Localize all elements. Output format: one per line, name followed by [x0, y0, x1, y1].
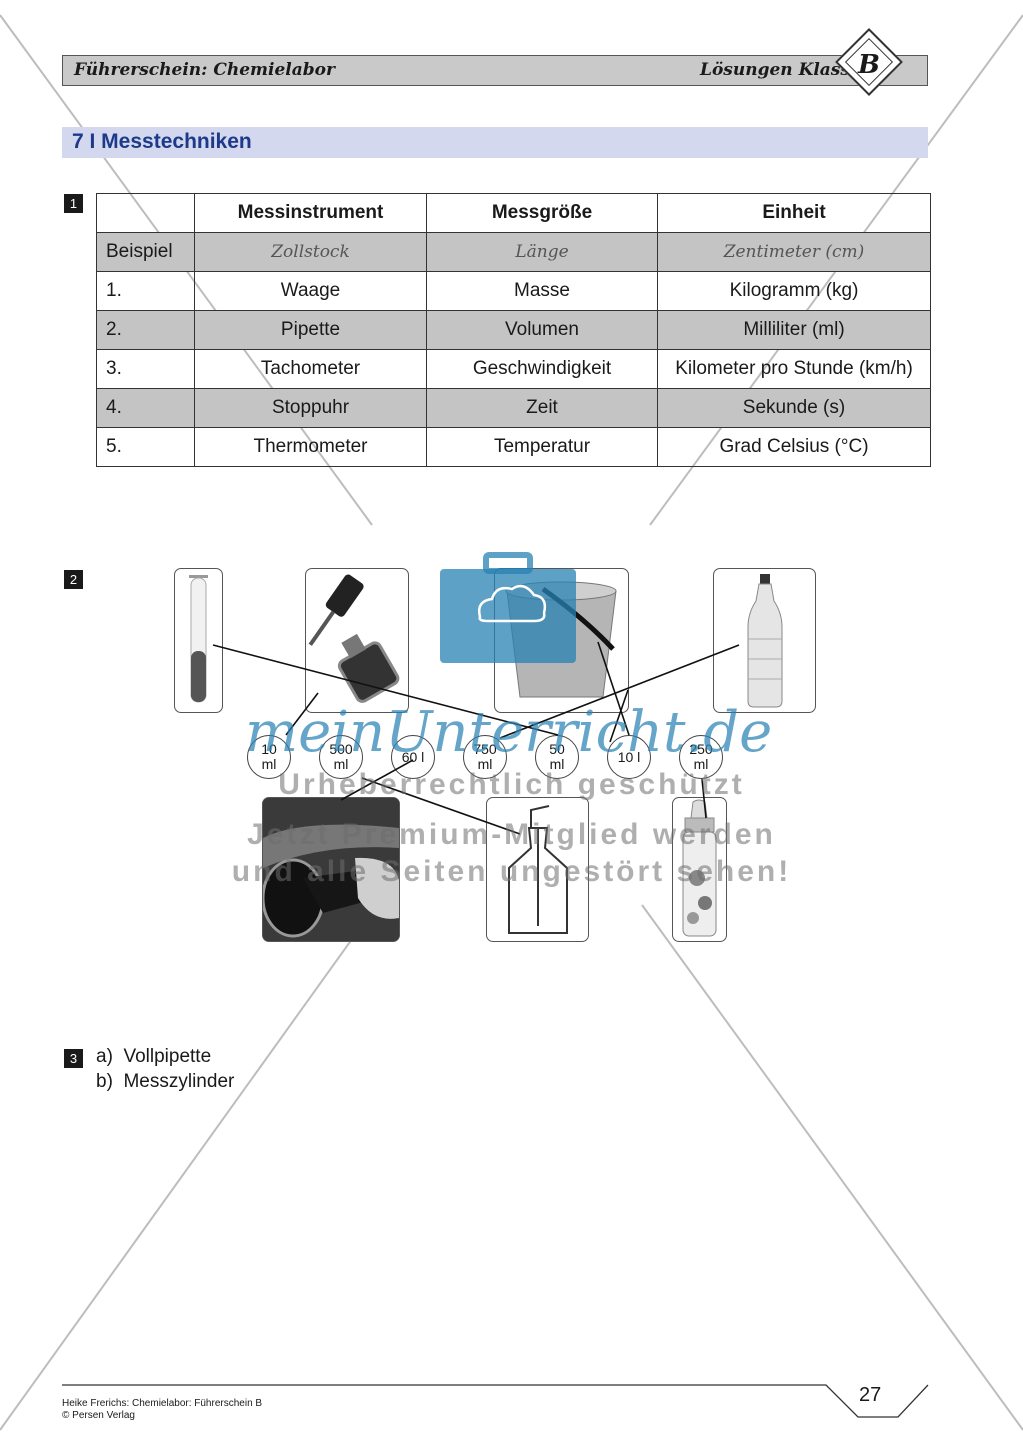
cell-instrument: Waage — [194, 271, 427, 311]
table-row: 1. Waage Masse Kilogramm (kg) — [96, 271, 931, 311]
cell-quantity: Zeit — [426, 388, 658, 428]
cell-quantity: Volumen — [426, 310, 658, 350]
cell-instrument: Tachometer — [194, 349, 427, 389]
fuel-pump-picture — [262, 797, 400, 942]
baby-bottle-icon — [682, 799, 717, 937]
footer-publisher: © Persen Verlag — [62, 1410, 135, 1421]
row-label: 3. — [96, 349, 195, 389]
answer-a: a) Vollpipette — [96, 1046, 212, 1067]
header-left-title: Führerschein: Chemielabor — [74, 60, 335, 80]
watermark-line-2: Jetzt Premium-Mitglied werden — [247, 818, 776, 851]
header-bar — [62, 55, 928, 86]
table-row: 5. Thermometer Temperatur Grad Celsius (… — [96, 427, 931, 467]
cell-instrument: Thermometer — [194, 427, 427, 467]
cell-instrument: Stoppuhr — [194, 388, 427, 428]
table-header-row: Messinstrument Messgröße Einheit — [96, 193, 931, 233]
watermark-line-1: Urheberrechtlich geschützt — [278, 768, 745, 801]
nail-polish-icon — [308, 574, 400, 703]
footer-credit: Heike Frerichs: Chemielabor: Führerschei… — [62, 1398, 263, 1409]
water-bottle-picture — [713, 568, 816, 713]
volume-bubble: 60 l — [391, 735, 435, 779]
measurement-table: Messinstrument Messgröße Einheit Beispie… — [96, 193, 931, 467]
cell-quantity: Temperatur — [426, 427, 658, 467]
task-number-2: 2 — [64, 570, 83, 589]
cell-quantity: Masse — [426, 271, 658, 311]
wash-bottle-icon — [508, 805, 568, 934]
row-label: 2. — [96, 310, 195, 350]
header-right-title: Lösungen Klasse — [700, 60, 861, 80]
header-cell-unit: Einheit — [657, 193, 931, 233]
row-label: Beispiel — [96, 232, 195, 272]
class-letter: B — [858, 50, 880, 80]
table-row: 2. Pipette Volumen Milliliter (ml) — [96, 310, 931, 350]
wash-bottle-picture — [486, 797, 589, 942]
cell-unit: Kilogramm (kg) — [657, 271, 931, 311]
section-band — [62, 127, 928, 158]
volume-bubble: 10 l — [607, 735, 651, 779]
page-number: 27 — [859, 1384, 882, 1406]
briefcase-cloud-icon — [440, 552, 576, 663]
watermark-line-3: und alle Seiten ungestört sehen! — [231, 855, 792, 888]
cell-unit: Grad Celsius (°C) — [657, 427, 931, 467]
test-tube-icon — [189, 575, 208, 703]
cell-quantity: Geschwindigkeit — [426, 349, 658, 389]
cell-unit: Kilometer pro Stunde (km/h) — [657, 349, 931, 389]
cell-instrument: Pipette — [194, 310, 427, 350]
table-row-example: Beispiel Zollstock Länge Zentimeter (cm) — [96, 232, 931, 272]
section-title: 7 I Messtechniken — [72, 130, 252, 153]
header-cell-quantity: Messgröße — [426, 193, 658, 233]
cell-unit: Sekunde (s) — [657, 388, 931, 428]
cell-unit: Zentimeter (cm) — [657, 232, 931, 272]
nail-polish-picture — [305, 568, 409, 713]
cell-unit: Milliliter (ml) — [657, 310, 931, 350]
baby-bottle-picture — [672, 797, 727, 942]
header-cell-empty — [96, 193, 195, 233]
watermark-brand: meinUnterricht.de — [245, 700, 773, 765]
cell-instrument: Zollstock — [194, 232, 427, 272]
water-bottle-icon — [747, 574, 783, 708]
header-cell-instrument: Messinstrument — [194, 193, 427, 233]
test-tube-picture — [174, 568, 223, 713]
task-number-1: 1 — [64, 194, 83, 213]
cell-quantity: Länge — [426, 232, 658, 272]
task-number-3: 3 — [64, 1049, 83, 1068]
row-label: 1. — [96, 271, 195, 311]
row-label: 5. — [96, 427, 195, 467]
table-row: 3. Tachometer Geschwindigkeit Kilometer … — [96, 349, 931, 389]
fuel-nozzle-icon — [263, 798, 399, 941]
answer-b: b) Messzylinder — [96, 1071, 235, 1092]
row-label: 4. — [96, 388, 195, 428]
table-row: 4. Stoppuhr Zeit Sekunde (s) — [96, 388, 931, 428]
